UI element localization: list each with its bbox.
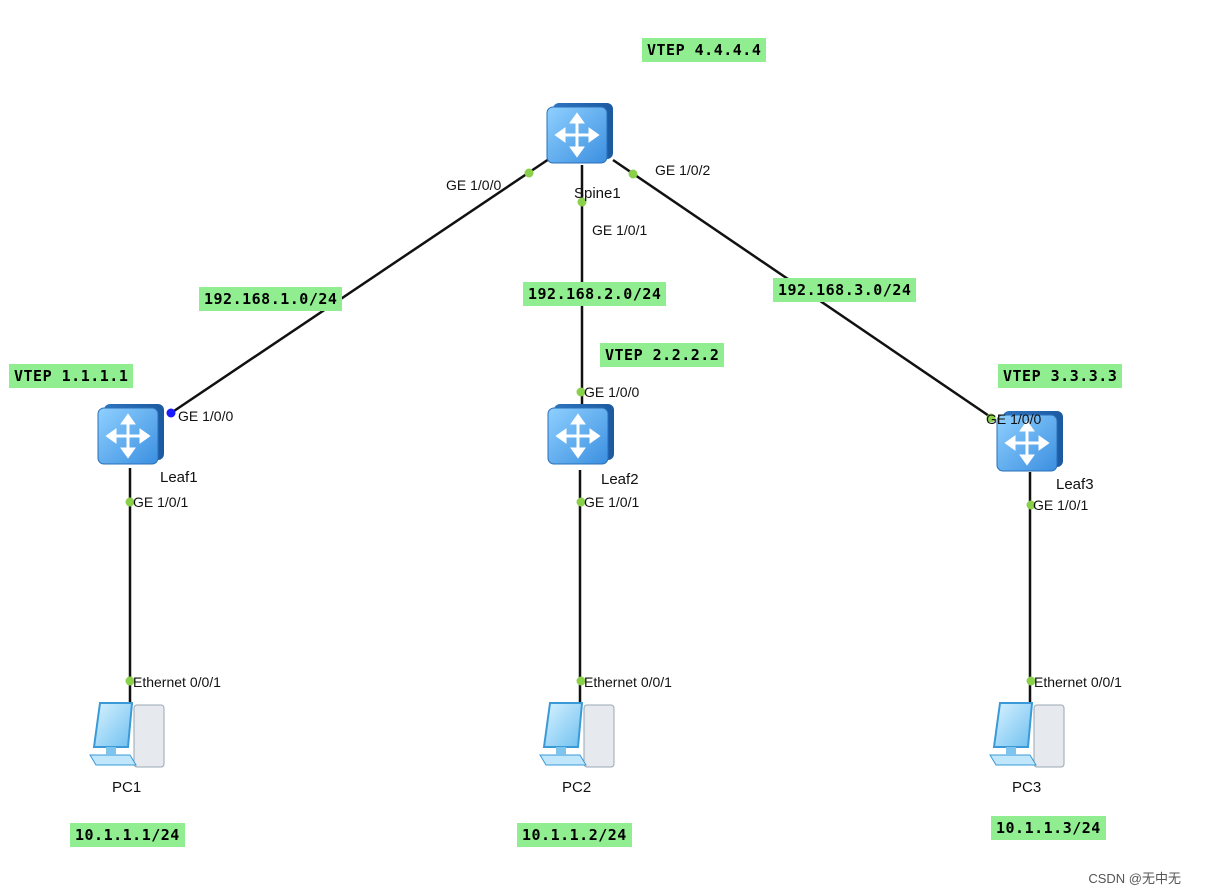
spine-ge101-label: GE 1/0/1 — [592, 222, 648, 238]
port-dot-pc3-eth[interactable] — [1026, 676, 1036, 686]
leaf1-ge100-label: GE 1/0/0 — [178, 408, 234, 424]
port-dots — [125, 168, 1036, 686]
vtep-leaf1-tag: VTEP 1.1.1.1 — [9, 364, 134, 388]
port-dot-pc2-eth[interactable] — [576, 676, 586, 686]
port-dot-spine-ge100[interactable] — [524, 168, 534, 178]
link-spine-leaf1[interactable] — [170, 157, 550, 415]
spine-ge102-label: GE 1/0/2 — [655, 162, 711, 178]
port-dot-leaf1-ge100[interactable] — [166, 408, 176, 418]
leaf2-label: Leaf2 — [601, 471, 639, 488]
port-dot-leaf3-ge101[interactable] — [1026, 500, 1036, 510]
port-dot-leaf3-ge100[interactable] — [986, 413, 996, 423]
pc1-label: PC1 — [112, 779, 142, 796]
pc1-ip-tag: 10.1.1.1/24 — [70, 823, 185, 847]
leaf1-switch-icon[interactable] — [97, 404, 164, 465]
leaf2-ge101-label: GE 1/0/1 — [584, 494, 640, 510]
spine1-switch-icon[interactable] — [546, 103, 613, 164]
pc2-label: PC2 — [562, 779, 592, 796]
pc2-eth-label: Ethernet 0/0/1 — [584, 674, 672, 690]
port-dot-spine-ge101[interactable] — [577, 197, 587, 207]
network-1-tag: 192.168.1.0/24 — [199, 287, 343, 311]
vtep-leaf2-tag: VTEP 2.2.2.2 — [600, 343, 725, 367]
pc3-eth-label: Ethernet 0/0/1 — [1034, 674, 1122, 690]
spine1-label: Spine1 — [574, 185, 621, 202]
pc2-computer-icon[interactable] — [539, 702, 615, 768]
leaf3-ge100-label: GE 1/0/0 — [986, 411, 1042, 427]
leaf3-label: Leaf3 — [1056, 476, 1094, 493]
leaf1-label: Leaf1 — [160, 469, 198, 486]
vtep-leaf3-tag: VTEP 3.3.3.3 — [998, 364, 1123, 388]
port-dot-spine-ge102[interactable] — [628, 169, 638, 179]
port-dot-leaf2-ge101[interactable] — [576, 497, 586, 507]
pc3-computer-icon[interactable] — [989, 702, 1065, 768]
leaf2-switch-icon[interactable] — [547, 404, 614, 465]
leaf3-ge101-label: GE 1/0/1 — [1033, 497, 1089, 513]
port-dot-pc1-eth[interactable] — [125, 676, 135, 686]
pc1-computer-icon[interactable] — [89, 702, 165, 768]
network-2-tag: 192.168.2.0/24 — [523, 282, 667, 306]
pc3-label: PC3 — [1012, 779, 1042, 796]
watermark: CSDN @无中无 — [1088, 871, 1181, 886]
port-dot-leaf1-ge101[interactable] — [125, 497, 135, 507]
spine-ge100-label: GE 1/0/0 — [446, 177, 502, 193]
leaf1-ge101-label: GE 1/0/1 — [133, 494, 189, 510]
pc2-ip-tag: 10.1.1.2/24 — [517, 823, 632, 847]
pc1-eth-label: Ethernet 0/0/1 — [133, 674, 221, 690]
vtep-spine-tag: VTEP 4.4.4.4 — [642, 38, 767, 62]
pc3-ip-tag: 10.1.1.3/24 — [991, 816, 1106, 840]
leaf2-ge100-label: GE 1/0/0 — [584, 384, 640, 400]
port-dot-leaf2-ge100[interactable] — [576, 387, 586, 397]
leaf3-switch-icon[interactable] — [996, 411, 1063, 472]
network-3-tag: 192.168.3.0/24 — [773, 278, 917, 302]
